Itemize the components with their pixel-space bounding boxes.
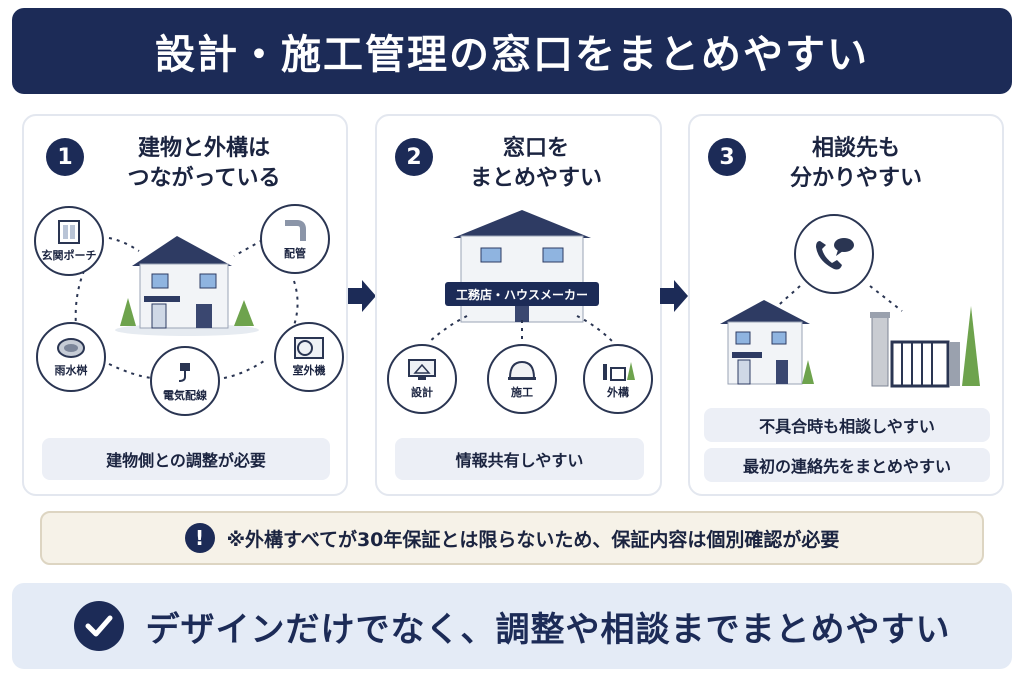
node-label: 雨水桝 (54, 364, 88, 377)
door-icon (58, 220, 80, 244)
footer-message: デザインだけでなく、調整や相談までまとめやすい (145, 609, 951, 650)
company-sign: 工務店・ハウスメーカー (445, 282, 599, 306)
phone-chat-icon (816, 238, 854, 270)
arrow-right-icon (660, 280, 688, 312)
step-number-badge: 1 (46, 138, 84, 176)
construction-node: 施工 (487, 344, 557, 414)
hardhat-icon (508, 360, 536, 380)
pipe-icon (285, 220, 306, 241)
piping-node: 配管 (260, 204, 330, 274)
footer-banner: デザインだけでなく、調整や相談までまとめやすい (12, 583, 1012, 669)
step-pill: 建物側との調整が必要 (42, 438, 330, 480)
monitor-icon (408, 359, 436, 380)
warranty-note: ! ※外構すべてが30年保証とは限らないため、保証内容は個別確認が必要 (40, 511, 984, 565)
step-number-badge: 2 (395, 138, 433, 176)
step-card-2: 2 窓口を まとめやすい 工務店・ハウスメーカー 設計 施工 (375, 114, 662, 496)
house-icon (115, 236, 259, 336)
house-icon (720, 300, 814, 385)
phone-node (794, 214, 874, 294)
connection-lines (428, 315, 614, 343)
plug-icon (178, 363, 190, 382)
step-title-line: 相談先も (811, 136, 900, 161)
node-label: 玄関ポーチ (41, 249, 97, 262)
step-title-line: まとめやすい (469, 166, 602, 191)
node-label: 室外機 (292, 364, 326, 377)
outdoor-unit-node: 室外機 (274, 322, 344, 392)
note-text: ※外構すべてが30年保証とは限らないため、保証内容は個別確認が必要 (226, 528, 840, 551)
step-title: 建物と外構は つながっている (104, 134, 304, 194)
exterior-node: 外構 (583, 344, 653, 414)
step-title-line: 窓口を (502, 136, 569, 161)
connection-lines (771, 285, 903, 312)
step-number-badge: 3 (708, 138, 746, 176)
design-node: 設計 (387, 344, 457, 414)
step-card-1: 1 建物と外構は つながっている 玄関ポーチ (22, 114, 348, 496)
step-title-line: 分かりやすい (789, 166, 922, 191)
office-building-icon (453, 210, 591, 323)
step-pill: 不具合時も相談しやすい (704, 408, 990, 442)
exclamation-icon: ! (184, 523, 215, 553)
step-pill: 情報共有しやすい (395, 438, 644, 480)
step-title: 窓口を まとめやすい (441, 134, 631, 194)
porch-node: 玄関ポーチ (34, 206, 104, 276)
step-card-3: 3 相談先も 分かりやすい (688, 114, 1004, 496)
node-label: 外構 (607, 386, 629, 399)
page-title: 設計・施工管理の窓口をまとめやすい (155, 32, 869, 78)
step-title-line: 建物と外構は (137, 136, 270, 161)
node-label: 電気配線 (163, 389, 207, 402)
fence-icon (603, 362, 635, 381)
step-title: 相談先も 分かりやすい (756, 134, 956, 194)
air-conditioner-icon (294, 337, 324, 359)
header-banner: 設計・施工管理の窓口をまとめやすい (12, 8, 1012, 94)
node-label: 配管 (284, 247, 306, 260)
gate-icon (870, 306, 980, 388)
step-pill: 最初の連絡先をまとめやすい (704, 448, 990, 482)
check-icon (73, 601, 124, 651)
rain-basin-node: 雨水桝 (36, 322, 106, 392)
wiring-node: 電気配線 (150, 346, 220, 416)
step-title-line: つながっている (127, 166, 281, 191)
rain-basin-icon (57, 338, 85, 358)
arrow-right-icon (348, 280, 376, 312)
node-label: 施工 (511, 386, 533, 399)
node-label: 設計 (411, 386, 433, 399)
